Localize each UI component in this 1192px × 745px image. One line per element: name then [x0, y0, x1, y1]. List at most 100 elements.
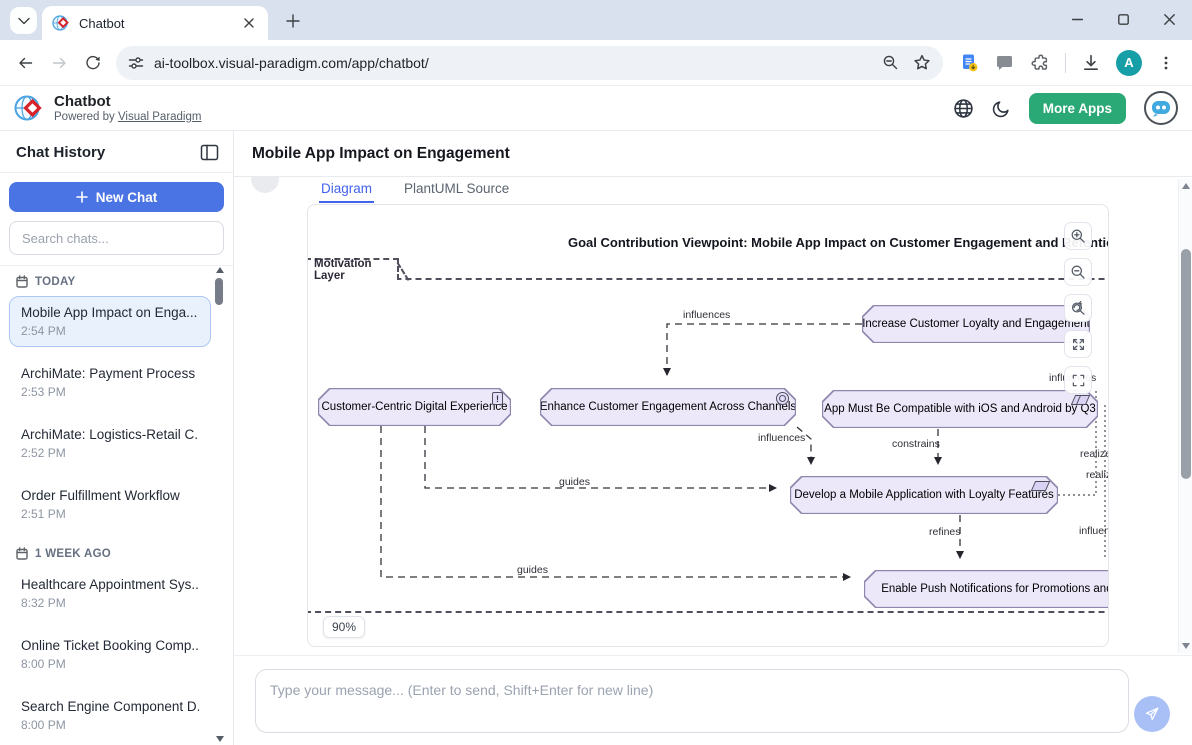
maximize-icon: [1117, 13, 1129, 25]
chat-history-sidebar: Chat History New Chat TODAY Mobile App I…: [0, 131, 234, 745]
site-settings-icon[interactable]: [128, 55, 144, 71]
close-window-button[interactable]: [1146, 0, 1192, 38]
browser-tabstrip: Chatbot: [0, 0, 1192, 40]
new-tab-button[interactable]: [282, 10, 304, 32]
new-chat-button[interactable]: New Chat: [9, 182, 224, 212]
diagram-node-goal[interactable]: Enhance Customer Engagement Across Chann…: [540, 388, 796, 426]
main-scrollbar[interactable]: [1178, 179, 1192, 653]
chat-history-item[interactable]: ArchiMate: Payment Process ... 2:53 PM: [21, 366, 199, 399]
edge-label: guides: [559, 476, 590, 488]
sidebar-scrollbar[interactable]: [215, 267, 224, 742]
chat-history-item[interactable]: ArchiMate: Logistics-Retail C... 2:52 PM: [21, 427, 199, 460]
app-header: Chatbot Powered by Visual Paradigm More …: [0, 86, 1192, 131]
diagram-connectors: [380, 323, 1106, 581]
app-title-block: Chatbot Powered by Visual Paradigm: [54, 93, 201, 123]
diagram-toolbar: [1064, 222, 1092, 402]
plus-icon: [286, 14, 300, 28]
forward-icon: [52, 57, 66, 68]
edge-label: realizes: [1080, 448, 1108, 460]
browser-toolbar: A: [0, 40, 1192, 86]
extensions-puzzle-icon[interactable]: [1030, 53, 1049, 72]
scroll-down-arrow[interactable]: [215, 736, 224, 742]
view-tabs: Diagram PlantUML Source: [234, 177, 1192, 203]
calendar-icon: [16, 547, 28, 560]
browser-menu-icon[interactable]: [1158, 55, 1174, 71]
zoom-out-button[interactable]: [1064, 258, 1092, 286]
language-globe-icon[interactable]: [953, 98, 974, 119]
dark-mode-moon-icon[interactable]: [992, 99, 1011, 118]
fit-expand-button[interactable]: [1064, 330, 1092, 358]
motivation-layer-label: Motivation Layer: [308, 258, 399, 282]
diagram-node-constraint[interactable]: App Must Be Compatible with iOS and Andr…: [822, 390, 1098, 428]
edge-label: refines: [929, 526, 961, 538]
scroll-up-arrow[interactable]: [215, 267, 224, 273]
minimize-button[interactable]: [1054, 0, 1100, 38]
fullscreen-button[interactable]: [1064, 366, 1092, 394]
message-input[interactable]: [255, 669, 1129, 733]
sidebar-title: Chat History: [16, 144, 106, 161]
zoom-indicator-icon[interactable]: [882, 54, 899, 71]
diagram-node-goal[interactable]: Increase Customer Loyalty and Engagement: [862, 305, 1090, 343]
chatbot-assistant-icon[interactable]: [1144, 91, 1178, 125]
search-chats-input[interactable]: [9, 221, 224, 255]
collapse-sidebar-icon[interactable]: [200, 144, 219, 161]
scrollbar-thumb[interactable]: [1181, 249, 1191, 479]
visual-paradigm-link[interactable]: Visual Paradigm: [117, 111, 202, 123]
forward-button[interactable]: [42, 46, 76, 80]
docs-extension-icon[interactable]: [959, 53, 979, 73]
browser-tab-chatbot[interactable]: Chatbot: [42, 6, 268, 40]
tab-title: Chatbot: [79, 15, 125, 31]
tab-close-icon[interactable]: [240, 14, 258, 32]
favicon-visual-paradigm: [52, 15, 69, 31]
diagram-panel[interactable]: Goal Contribution Viewpoint: Mobile App …: [307, 204, 1109, 647]
zoom-in-button[interactable]: [1064, 222, 1092, 250]
scroll-down-arrow[interactable]: [1182, 643, 1190, 649]
motivation-layer-group: [308, 278, 1108, 613]
bookmark-star-icon[interactable]: [913, 54, 931, 71]
chat-history-item[interactable]: Healthcare Appointment Sys... 8:32 PM: [21, 577, 199, 610]
tab-search-button[interactable]: [10, 7, 37, 34]
edge-label: influences: [1079, 525, 1109, 537]
chat-history-item[interactable]: Order Fulfillment Workflow 2:51 PM: [21, 488, 180, 521]
diagram-title: Goal Contribution Viewpoint: Mobile App …: [568, 235, 1109, 250]
close-icon: [1163, 13, 1175, 25]
extensions-area: A: [949, 49, 1184, 76]
comment-extension-icon[interactable]: [995, 54, 1014, 72]
scrollbar-thumb[interactable]: [215, 278, 223, 305]
downloads-icon[interactable]: [1082, 54, 1100, 72]
url-input[interactable]: [154, 54, 874, 71]
driver-icon: !: [492, 392, 503, 405]
chat-history-item[interactable]: Mobile App Impact on Enga... 2:54 PM: [9, 296, 211, 347]
diagram-node-outcome[interactable]: Develop a Mobile Application with Loyalt…: [790, 476, 1058, 514]
app-name: Chatbot: [54, 93, 111, 110]
send-button[interactable]: [1134, 696, 1170, 732]
back-button[interactable]: [8, 46, 42, 80]
reload-button[interactable]: [76, 46, 110, 80]
message-composer: [234, 655, 1192, 745]
chat-history-item[interactable]: Search Engine Component D... 8:00 PM: [21, 699, 199, 732]
tab-plantuml-source[interactable]: PlantUML Source: [404, 181, 510, 196]
edge-label: guides: [517, 564, 548, 576]
toolbar-separator: [1065, 52, 1066, 73]
more-apps-button[interactable]: More Apps: [1028, 92, 1126, 124]
zoom-reset-button[interactable]: [1064, 294, 1092, 322]
diagram-node-requirement[interactable]: Enable Push Notifications for Promotions…: [864, 570, 1109, 608]
url-bar[interactable]: [116, 45, 943, 80]
chevron-down-icon: [17, 17, 30, 24]
reload-icon: [86, 55, 100, 69]
diagram-node-driver[interactable]: Customer-Centric Digital Experience !: [318, 388, 511, 426]
main-content: Mobile App Impact on Engagement Diagram …: [234, 131, 1192, 745]
visual-paradigm-logo: [14, 95, 42, 121]
send-plane-icon: [1145, 707, 1159, 721]
tab-diagram[interactable]: Diagram: [319, 177, 375, 203]
edge-label: influences: [758, 432, 806, 444]
section-header-today: TODAY: [9, 268, 211, 292]
back-icon: [18, 57, 32, 68]
profile-avatar[interactable]: A: [1116, 49, 1142, 76]
edge-label: realizes: [1086, 469, 1108, 481]
goal-icon: [776, 392, 789, 405]
minimize-icon: [1071, 18, 1083, 20]
scroll-up-arrow[interactable]: [1181, 183, 1190, 189]
chat-history-item[interactable]: Online Ticket Booking Comp... 8:00 PM: [21, 638, 199, 671]
maximize-button[interactable]: [1100, 0, 1146, 38]
